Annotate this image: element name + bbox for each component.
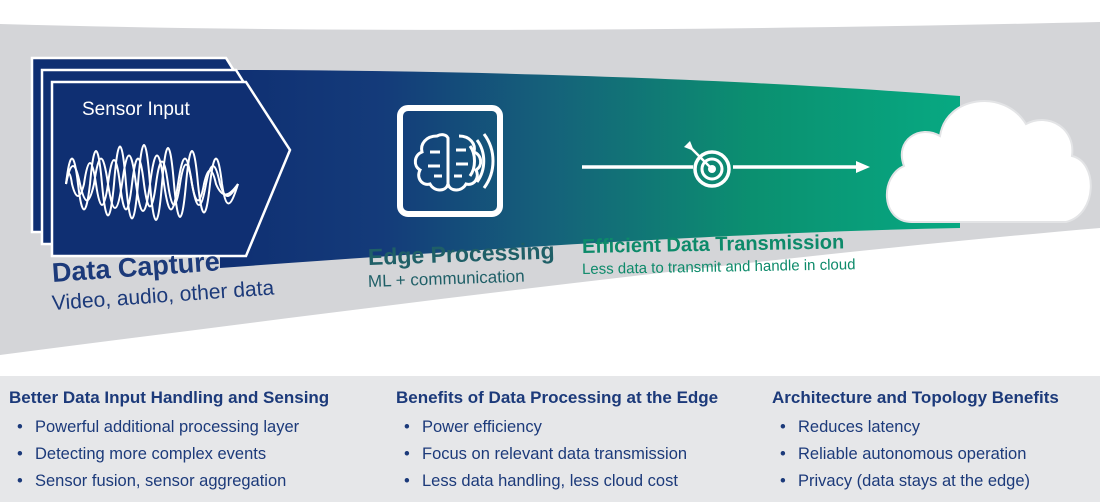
column-heading: Architecture and Topology Benefits	[772, 388, 1059, 407]
column-edge-benefits: Benefits of Data Processing at the Edge …	[396, 388, 718, 495]
list-item: •Reliable autonomous operation	[780, 445, 1027, 463]
list-item: •Power efficiency	[404, 418, 542, 436]
cloud-icon	[885, 100, 1092, 223]
list-item: •Powerful additional processing layer	[17, 418, 300, 436]
benefit-list: •Reduces latency •Reliable autonomous op…	[772, 414, 1059, 495]
benefit-list: •Power efficiency •Focus on relevant dat…	[396, 414, 718, 495]
list-item: •Less data handling, less cloud cost	[404, 472, 678, 490]
list-item: •Detecting more complex events	[17, 445, 267, 463]
list-item: •Privacy (data stays at the edge)	[780, 472, 1031, 490]
brain-chip-signal-icon	[397, 105, 503, 217]
list-item: •Sensor fusion, sensor aggregation	[17, 472, 287, 490]
column-heading: Benefits of Data Processing at the Edge	[396, 388, 719, 407]
benefit-list: •Powerful additional processing layer •D…	[9, 414, 329, 495]
list-item: •Focus on relevant data transmission	[404, 445, 688, 463]
flow-diagram	[0, 22, 1100, 355]
column-architecture-benefits: Architecture and Topology Benefits •Redu…	[772, 388, 1059, 495]
column-input-handling: Better Data Input Handling and Sensing •…	[9, 388, 329, 495]
target-dart-icon	[684, 141, 731, 188]
sensor-input-label: Sensor Input	[82, 99, 190, 120]
transmission-title: Efficient Data Transmission	[581, 231, 845, 258]
benefits-band: Better Data Input Handling and Sensing •…	[0, 376, 1100, 502]
column-heading: Better Data Input Handling and Sensing	[9, 388, 330, 407]
gradient-flow-band	[220, 70, 960, 268]
transmission-arrow	[582, 161, 870, 173]
sensor-waveform-icon	[65, 144, 239, 221]
list-item: •Reduces latency	[780, 418, 920, 436]
